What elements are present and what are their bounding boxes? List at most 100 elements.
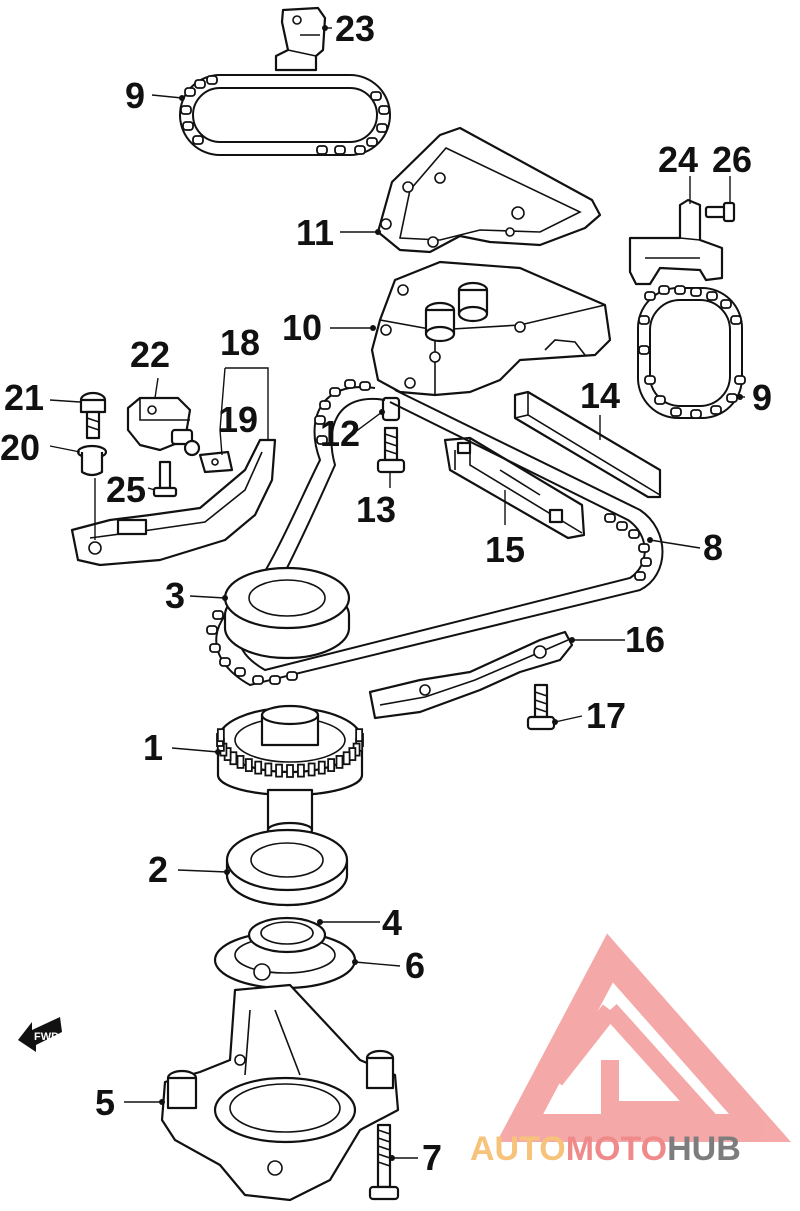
callout-13: 13 <box>356 489 396 530</box>
chain-link <box>376 123 388 133</box>
part-6-plate <box>213 930 357 990</box>
chain-link <box>180 105 192 115</box>
callout-22: 22 <box>130 334 170 375</box>
gear-tooth <box>286 764 294 778</box>
callout-9-upper: 9 <box>125 75 145 116</box>
chain-link <box>670 407 682 417</box>
chain-link <box>366 137 378 147</box>
part-10-pump-housing <box>370 260 612 397</box>
gear-tooth <box>236 755 245 769</box>
part-13-bolt <box>376 426 406 474</box>
gear-tooth <box>342 751 351 766</box>
part-15-chain-guide <box>443 436 586 540</box>
part-24-bracket <box>628 198 724 286</box>
gear-tooth <box>297 763 305 778</box>
part-7-bolt <box>368 1123 400 1201</box>
callout-23: 23 <box>335 8 375 49</box>
chain-link <box>658 285 670 295</box>
chain-link <box>370 91 382 101</box>
callout-15: 15 <box>485 529 525 570</box>
callout-6: 6 <box>405 945 425 986</box>
chain-link <box>644 291 656 301</box>
chain-link <box>269 675 281 685</box>
callout-18: 18 <box>220 322 260 363</box>
gear-tooth <box>317 760 326 775</box>
chain-link <box>706 291 718 301</box>
chain-link <box>219 657 231 667</box>
watermark-word-hub: HUB <box>667 1130 741 1168</box>
chain-link <box>286 671 298 681</box>
chain-link <box>206 75 218 85</box>
part-18-tensioner-arm <box>70 438 277 567</box>
gear-tooth <box>355 728 364 743</box>
part-4-oil-seal <box>247 916 327 954</box>
chain-link <box>726 393 738 403</box>
callout-16: 16 <box>625 619 665 660</box>
callout-4: 4 <box>382 902 402 943</box>
callout-12: 12 <box>320 413 360 454</box>
part-9-chain-upper <box>179 74 391 156</box>
callout-20: 20 <box>0 427 40 468</box>
gear-tooth <box>275 763 283 778</box>
callout-25: 25 <box>106 469 146 510</box>
chain-link <box>634 571 646 581</box>
chain-link <box>314 415 326 425</box>
chain-link <box>344 379 356 389</box>
chain-link <box>644 375 656 385</box>
watermark-word-moto: MOTO <box>566 1130 667 1168</box>
chain-link <box>690 409 702 419</box>
part-3-bearing <box>223 566 351 660</box>
chain-link <box>628 529 640 539</box>
part-14-chain-guide <box>513 390 662 499</box>
chain-link <box>206 625 218 635</box>
part-1-gear-shaft <box>216 704 364 839</box>
gear-tooth <box>327 758 336 772</box>
part-12-dowel-pin <box>381 396 401 422</box>
chain-link <box>640 557 652 567</box>
callout-3: 3 <box>165 575 185 616</box>
chain-link <box>182 121 194 131</box>
part-23-tensioner <box>274 6 327 72</box>
chain-link <box>252 675 264 685</box>
chain-link <box>329 387 341 397</box>
callout-26: 26 <box>712 139 752 180</box>
chain-link <box>638 543 650 553</box>
gear-tooth <box>335 755 344 769</box>
chain-link <box>720 299 732 309</box>
watermark-logo <box>496 933 792 1142</box>
chain-link <box>638 315 650 325</box>
chain-link <box>194 79 206 89</box>
part-22-tensioner-body <box>126 396 201 457</box>
gear-tooth <box>254 760 263 775</box>
part-11-gasket <box>376 126 602 254</box>
chain-link <box>316 145 328 155</box>
chain-link <box>184 87 196 97</box>
chain-link <box>604 513 616 523</box>
chain-link <box>319 400 331 410</box>
chain-link <box>690 287 702 297</box>
forward-label: FWD <box>34 1031 59 1043</box>
callout-8: 8 <box>703 527 723 568</box>
chain-link <box>638 345 650 355</box>
chain-link <box>359 381 371 391</box>
part-16-chain-guide <box>368 630 574 720</box>
callout-11: 11 <box>296 212 334 253</box>
part-2-bearing <box>225 828 349 907</box>
callout-10: 10 <box>282 307 322 348</box>
forward-arrow-icon: FWD <box>18 1017 62 1052</box>
part-19-plate <box>198 450 234 474</box>
chain-link <box>616 521 628 531</box>
callout-labels: 23 9 11 24 26 9 10 12 13 14 15 8 18 22 1… <box>0 8 772 1178</box>
chain-link <box>654 395 666 405</box>
watermark-word-auto: AUTO <box>470 1130 566 1168</box>
callout-19: 19 <box>218 399 258 440</box>
leader-dots <box>159 25 743 1161</box>
part-20-collar <box>76 444 108 477</box>
part-25-bolt <box>152 460 178 498</box>
part-9-chain-right <box>637 285 746 419</box>
part-26-bolt <box>704 201 736 223</box>
callout-14: 14 <box>580 375 620 416</box>
gear-tooth <box>307 762 316 777</box>
leader-lines <box>49 27 745 1159</box>
